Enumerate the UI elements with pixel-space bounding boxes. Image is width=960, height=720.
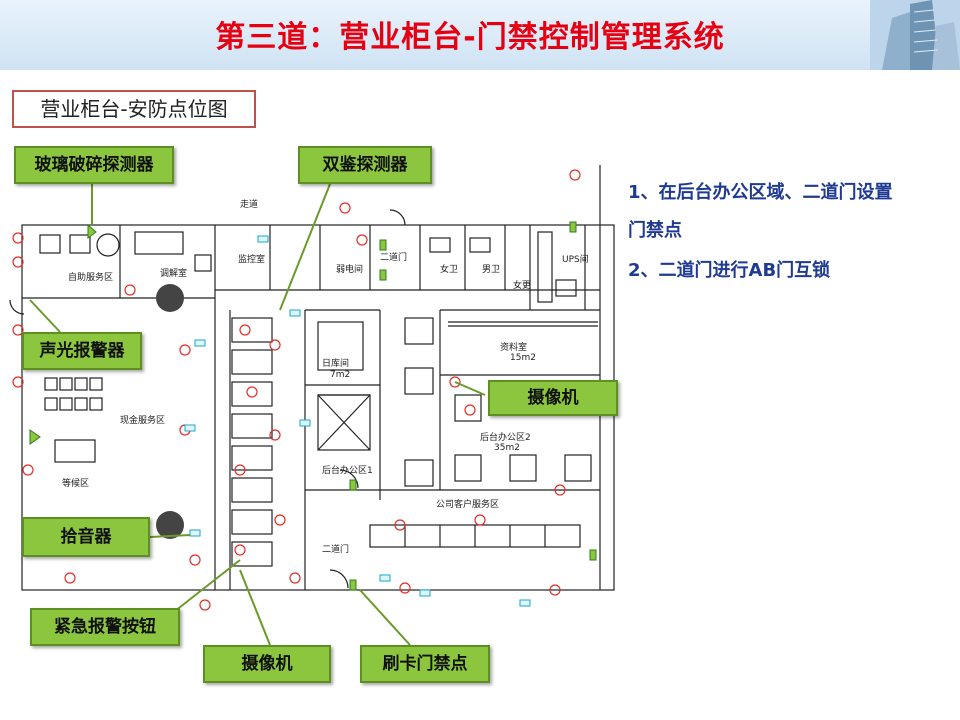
- room-back-office-2-area: 35m2: [494, 443, 520, 453]
- room-male-wc: 男卫: [482, 265, 501, 275]
- room-female-locker: 女更: [513, 281, 532, 291]
- note-line-1b: 门禁点: [628, 220, 682, 241]
- room-monitor: 监控室: [238, 255, 266, 265]
- plan-subtitle: 营业柜台-安防点位图: [12, 90, 256, 128]
- callout-dual-detector: 双鉴探测器: [298, 146, 432, 184]
- room-back-office-1: 后台办公区1: [322, 466, 373, 476]
- callout-microphone: 拾音器: [22, 517, 150, 557]
- room-ups: UPS间: [562, 255, 589, 265]
- floor-plan: [9, 165, 615, 646]
- callout-camera-right: 摄像机: [488, 380, 618, 416]
- room-mediation: 调解室: [160, 269, 188, 279]
- callout-card-reader: 刷卡门禁点: [360, 645, 490, 683]
- note-line-2: 2、二道门进行AB门互锁: [628, 260, 831, 281]
- callout-glass-break: 玻璃破碎探测器: [14, 146, 174, 184]
- room-vault-area: 7m2: [330, 370, 351, 380]
- note-line-1a: 1、在后台办公区域、二道门设置: [628, 182, 893, 203]
- room-female-wc: 女卫: [440, 265, 459, 275]
- room-archive: 资料室: [500, 343, 528, 353]
- room-weak: 弱电间: [336, 265, 364, 275]
- room-waiting: 等候区: [62, 479, 90, 489]
- room-vault: 日库间: [322, 359, 350, 369]
- room-corridor: 走道: [240, 200, 259, 210]
- building-icon: [870, 0, 960, 70]
- room-second-door-top: 二道门: [380, 253, 408, 263]
- header-band: 第三道：营业柜台-门禁控制管理系统: [0, 0, 960, 70]
- room-corp-service: 公司客户服务区: [436, 500, 500, 510]
- room-archive-area: 15m2: [510, 353, 536, 363]
- callout-panic-button: 紧急报警按钮: [30, 608, 180, 646]
- room-back-office-2: 后台办公区2: [480, 433, 531, 443]
- callout-alarm-siren: 声光报警器: [22, 332, 142, 370]
- slide-title: 第三道：营业柜台-门禁控制管理系统: [215, 20, 725, 55]
- room-self-service: 自助服务区: [68, 273, 114, 283]
- callout-camera-bottom: 摄像机: [203, 645, 331, 683]
- room-cash-service: 现金服务区: [120, 416, 166, 426]
- room-second-door-bottom: 二道门: [322, 545, 350, 555]
